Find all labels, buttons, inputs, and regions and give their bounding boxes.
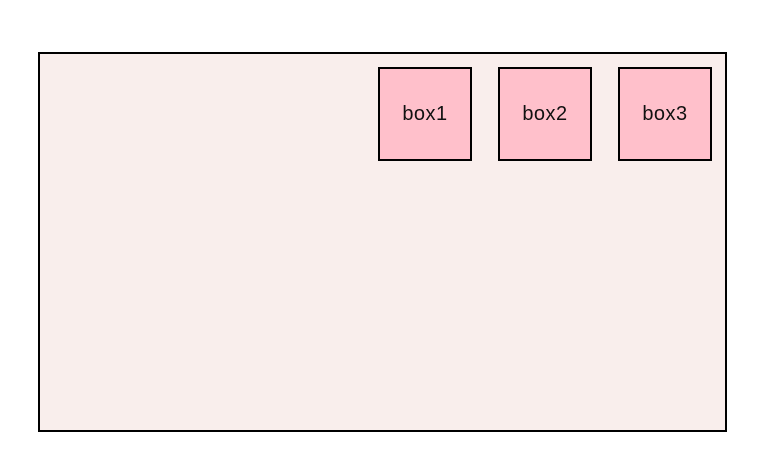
box-label: box2 (522, 102, 568, 125)
box-label: box1 (402, 102, 448, 125)
flex-container: box1 box2 box3 (38, 52, 727, 432)
box-item-2: box2 (498, 67, 592, 161)
box-item-3: box3 (618, 67, 712, 161)
box-label: box3 (642, 102, 688, 125)
box-item-1: box1 (378, 67, 472, 161)
